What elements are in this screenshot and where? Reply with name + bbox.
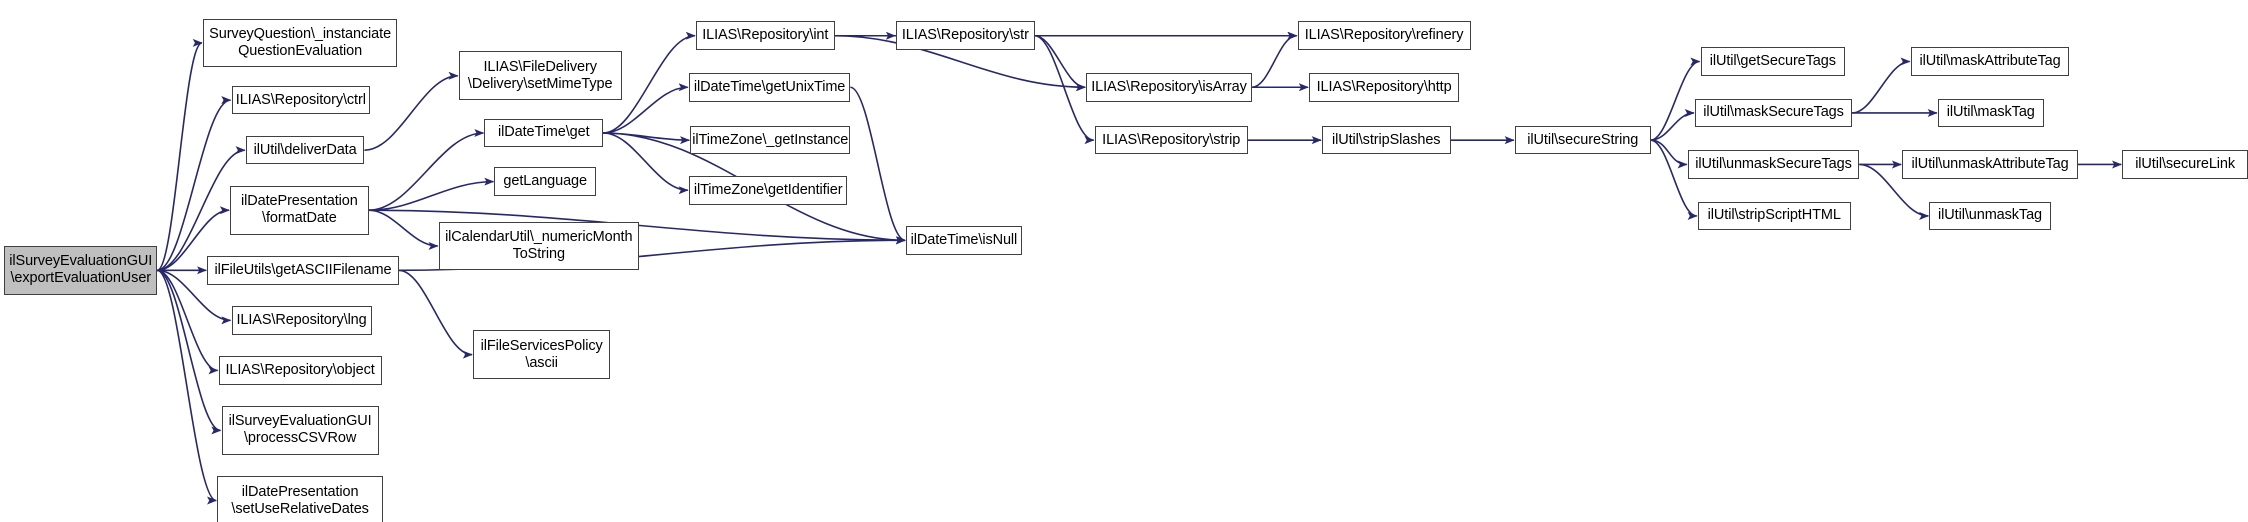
graph-node-label: ilFileUtils\getASCIIFilename: [214, 261, 392, 278]
graph-node-unmaskSecureTags[interactable]: ilUtil\unmaskSecureTags: [1687, 150, 1860, 179]
graph-edge-root-to-ctrl: [156, 96, 232, 272]
graph-node-label: ILIAS\Repository\isArray: [1091, 78, 1247, 95]
graph-node-instanciate[interactable]: SurveyQuestion\_instanciate QuestionEval…: [202, 18, 398, 68]
graph-node-label: ilDateTime\isNull: [910, 231, 1018, 248]
graph-node-deliverData[interactable]: ilUtil\deliverData: [245, 135, 365, 165]
graph-node-label: ILIAS\Repository\object: [225, 361, 375, 378]
graph-node-setUseRelativeDates[interactable]: ilDatePresentation \setUseRelativeDates: [217, 476, 383, 522]
graph-node-maskTag[interactable]: ilUtil\maskTag: [1937, 98, 2044, 128]
graph-node-getSecureTags[interactable]: ilUtil\getSecureTags: [1700, 47, 1845, 76]
graph-edge-secureString-to-unmaskSecureTags: [1650, 139, 1688, 169]
graph-edge-maskSecureTags-to-maskAttributeTag: [1852, 57, 1911, 114]
graph-edge-root-to-setUseRelativeDates: [156, 269, 218, 505]
graph-node-isNull[interactable]: ilDateTime\isNull: [906, 225, 1022, 255]
graph-node-stripScriptHTML[interactable]: ilUtil\stripScriptHTML: [1697, 201, 1851, 231]
graph-node-label: ilTimeZone\getIdentifier: [693, 181, 843, 198]
graph-node-label: ilUtil\getSecureTags: [1709, 52, 1836, 69]
graph-edge-dtGet-to-tzGetInstance: [603, 132, 691, 145]
graph-node-tzGetInstance[interactable]: ilTimeZone\_getInstance: [690, 125, 851, 155]
graph-node-label: ilTimeZone\_getInstance: [692, 131, 849, 148]
graph-node-label: ILIAS\Repository\int: [702, 27, 829, 44]
graph-node-label: ilDateTime\get: [498, 124, 590, 141]
graph-node-setMimeType[interactable]: ILIAS\FileDelivery \Delivery\setMimeType: [458, 51, 622, 101]
graph-node-unmaskAttributeTag[interactable]: ilUtil\unmaskAttributeTag: [1902, 150, 2078, 179]
graph-node-object[interactable]: ILIAS\Repository\object: [218, 356, 382, 385]
graph-node-repoStrip[interactable]: ILIAS\Repository\strip: [1094, 125, 1248, 155]
graph-edge-repoStr-to-repoStrip: [1034, 34, 1095, 145]
graph-node-label: ilUtil\unmaskAttributeTag: [1911, 155, 2069, 172]
graph-edge-dtGet-to-tzGetIdentifier: [603, 132, 689, 195]
graph-node-label: ilUtil\unmaskSecureTags: [1695, 155, 1852, 172]
graph-node-label: ILIAS\FileDelivery \Delivery\setMimeType: [467, 58, 613, 92]
graph-node-formatDate[interactable]: ilDatePresentation \formatDate: [230, 185, 369, 235]
graph-node-processCSVRow[interactable]: ilSurveyEvaluationGUI \processCSVRow: [221, 406, 379, 455]
graph-node-repoInt[interactable]: ILIAS\Repository\int: [695, 21, 835, 51]
graph-node-label: ilDatePresentation \setUseRelativeDates: [231, 483, 369, 517]
graph-node-label: ilUtil\deliverData: [253, 141, 357, 158]
graph-edge-formatDate-to-getLanguage: [368, 177, 495, 212]
graph-node-dtGet[interactable]: ilDateTime\get: [484, 118, 604, 148]
graph-node-http[interactable]: ILIAS\Repository\http: [1309, 72, 1460, 102]
graph-node-label: ilUtil\stripScriptHTML: [1707, 207, 1841, 224]
graph-node-lng[interactable]: ILIAS\Repository\lng: [231, 306, 372, 335]
graph-node-secureString[interactable]: ilUtil\secureString: [1514, 125, 1651, 155]
graph-edge-secureString-to-maskSecureTags: [1650, 108, 1695, 141]
graph-edge-root-to-object: [157, 269, 219, 375]
graph-node-label: ilDatePresentation \formatDate: [241, 193, 358, 227]
graph-node-label: ilUtil\secureString: [1527, 131, 1639, 148]
graph-node-root[interactable]: ilSurveyEvaluationGUI \exportEvaluationU…: [4, 245, 158, 295]
graph-edge-deliverData-to-setMimeType: [364, 71, 459, 151]
graph-node-getASCII[interactable]: ilFileUtils\getASCIIFilename: [207, 255, 399, 285]
graph-node-label: ilUtil\maskTag: [1946, 104, 2035, 121]
graph-edge-formatDate-to-numericMonth: [368, 209, 439, 250]
graph-edge-secureString-to-getSecureTags: [1650, 57, 1701, 141]
graph-edge-getUnixTime-to-isNull: [850, 86, 906, 245]
graph-node-label: ilUtil\unmaskTag: [1938, 207, 2043, 224]
graph-node-label: ilSurveyEvaluationGUI \exportEvaluationU…: [9, 253, 153, 287]
graph-node-label: SurveyQuestion\_instanciate QuestionEval…: [209, 25, 392, 59]
graph-node-stripSlashes[interactable]: ilUtil\stripSlashes: [1321, 125, 1451, 155]
graph-node-label: ILIAS\Repository\str: [901, 27, 1029, 44]
graph-node-label: ilSurveyEvaluationGUI \processCSVRow: [228, 413, 372, 447]
graph-node-tzGetIdentifier[interactable]: ilTimeZone\getIdentifier: [688, 175, 848, 205]
graph-node-label: ilUtil\stripSlashes: [1331, 131, 1441, 148]
graph-node-label: ilUtil\secureLink: [2135, 155, 2236, 172]
graph-node-label: ILIAS\Repository\refinery: [1304, 27, 1464, 44]
graph-node-label: ilUtil\maskAttributeTag: [1919, 52, 2061, 69]
graph-node-label: ilFileServicesPolicy \ascii: [480, 337, 603, 371]
graph-node-maskAttributeTag[interactable]: ilUtil\maskAttributeTag: [1910, 47, 2070, 76]
graph-edge-root-to-processCSVRow: [156, 269, 222, 435]
graph-node-ctrl[interactable]: ILIAS\Repository\ctrl: [231, 85, 371, 115]
graph-node-refinery[interactable]: ILIAS\Repository\refinery: [1297, 21, 1471, 51]
graph-node-secureLink[interactable]: ilUtil\secureLink: [2122, 150, 2248, 179]
graph-node-maskSecureTags[interactable]: ilUtil\maskSecureTags: [1694, 98, 1853, 128]
graph-node-ascii[interactable]: ilFileServicesPolicy \ascii: [473, 330, 611, 379]
graph-node-numericMonth[interactable]: ilCalendarUtil\_numericMonth ToString: [438, 221, 639, 271]
graph-node-repoStr[interactable]: ILIAS\Repository\str: [896, 21, 1035, 51]
graph-node-label: ILIAS\Repository\ctrl: [235, 91, 366, 108]
graph-node-getLanguage[interactable]: getLanguage: [494, 167, 596, 196]
graph-edge-getASCII-to-ascii: [398, 269, 473, 359]
graph-node-label: ilDateTime\getUnixTime: [693, 78, 846, 95]
graph-node-label: ilCalendarUtil\_numericMonth ToString: [445, 228, 633, 262]
graph-edge-formatDate-to-dtGet: [368, 129, 485, 212]
graph-node-isArray[interactable]: ILIAS\Repository\isArray: [1086, 72, 1252, 102]
graph-edge-repoStr-to-isArray: [1034, 34, 1086, 92]
graph-node-label: getLanguage: [503, 173, 587, 190]
graph-node-label: ilUtil\maskSecureTags: [1703, 104, 1844, 121]
graph-node-unmaskTag[interactable]: ilUtil\unmaskTag: [1929, 201, 2051, 231]
graph-node-label: ILIAS\Repository\http: [1316, 78, 1452, 95]
graph-edge-isArray-to-refinery: [1251, 31, 1298, 89]
graph-edge-root-to-instanciate: [156, 39, 203, 272]
graph-node-label: ILIAS\Repository\strip: [1102, 131, 1241, 148]
graph-node-getUnixTime[interactable]: ilDateTime\getUnixTime: [688, 72, 851, 102]
graph-node-label: ILIAS\Repository\lng: [236, 311, 367, 328]
